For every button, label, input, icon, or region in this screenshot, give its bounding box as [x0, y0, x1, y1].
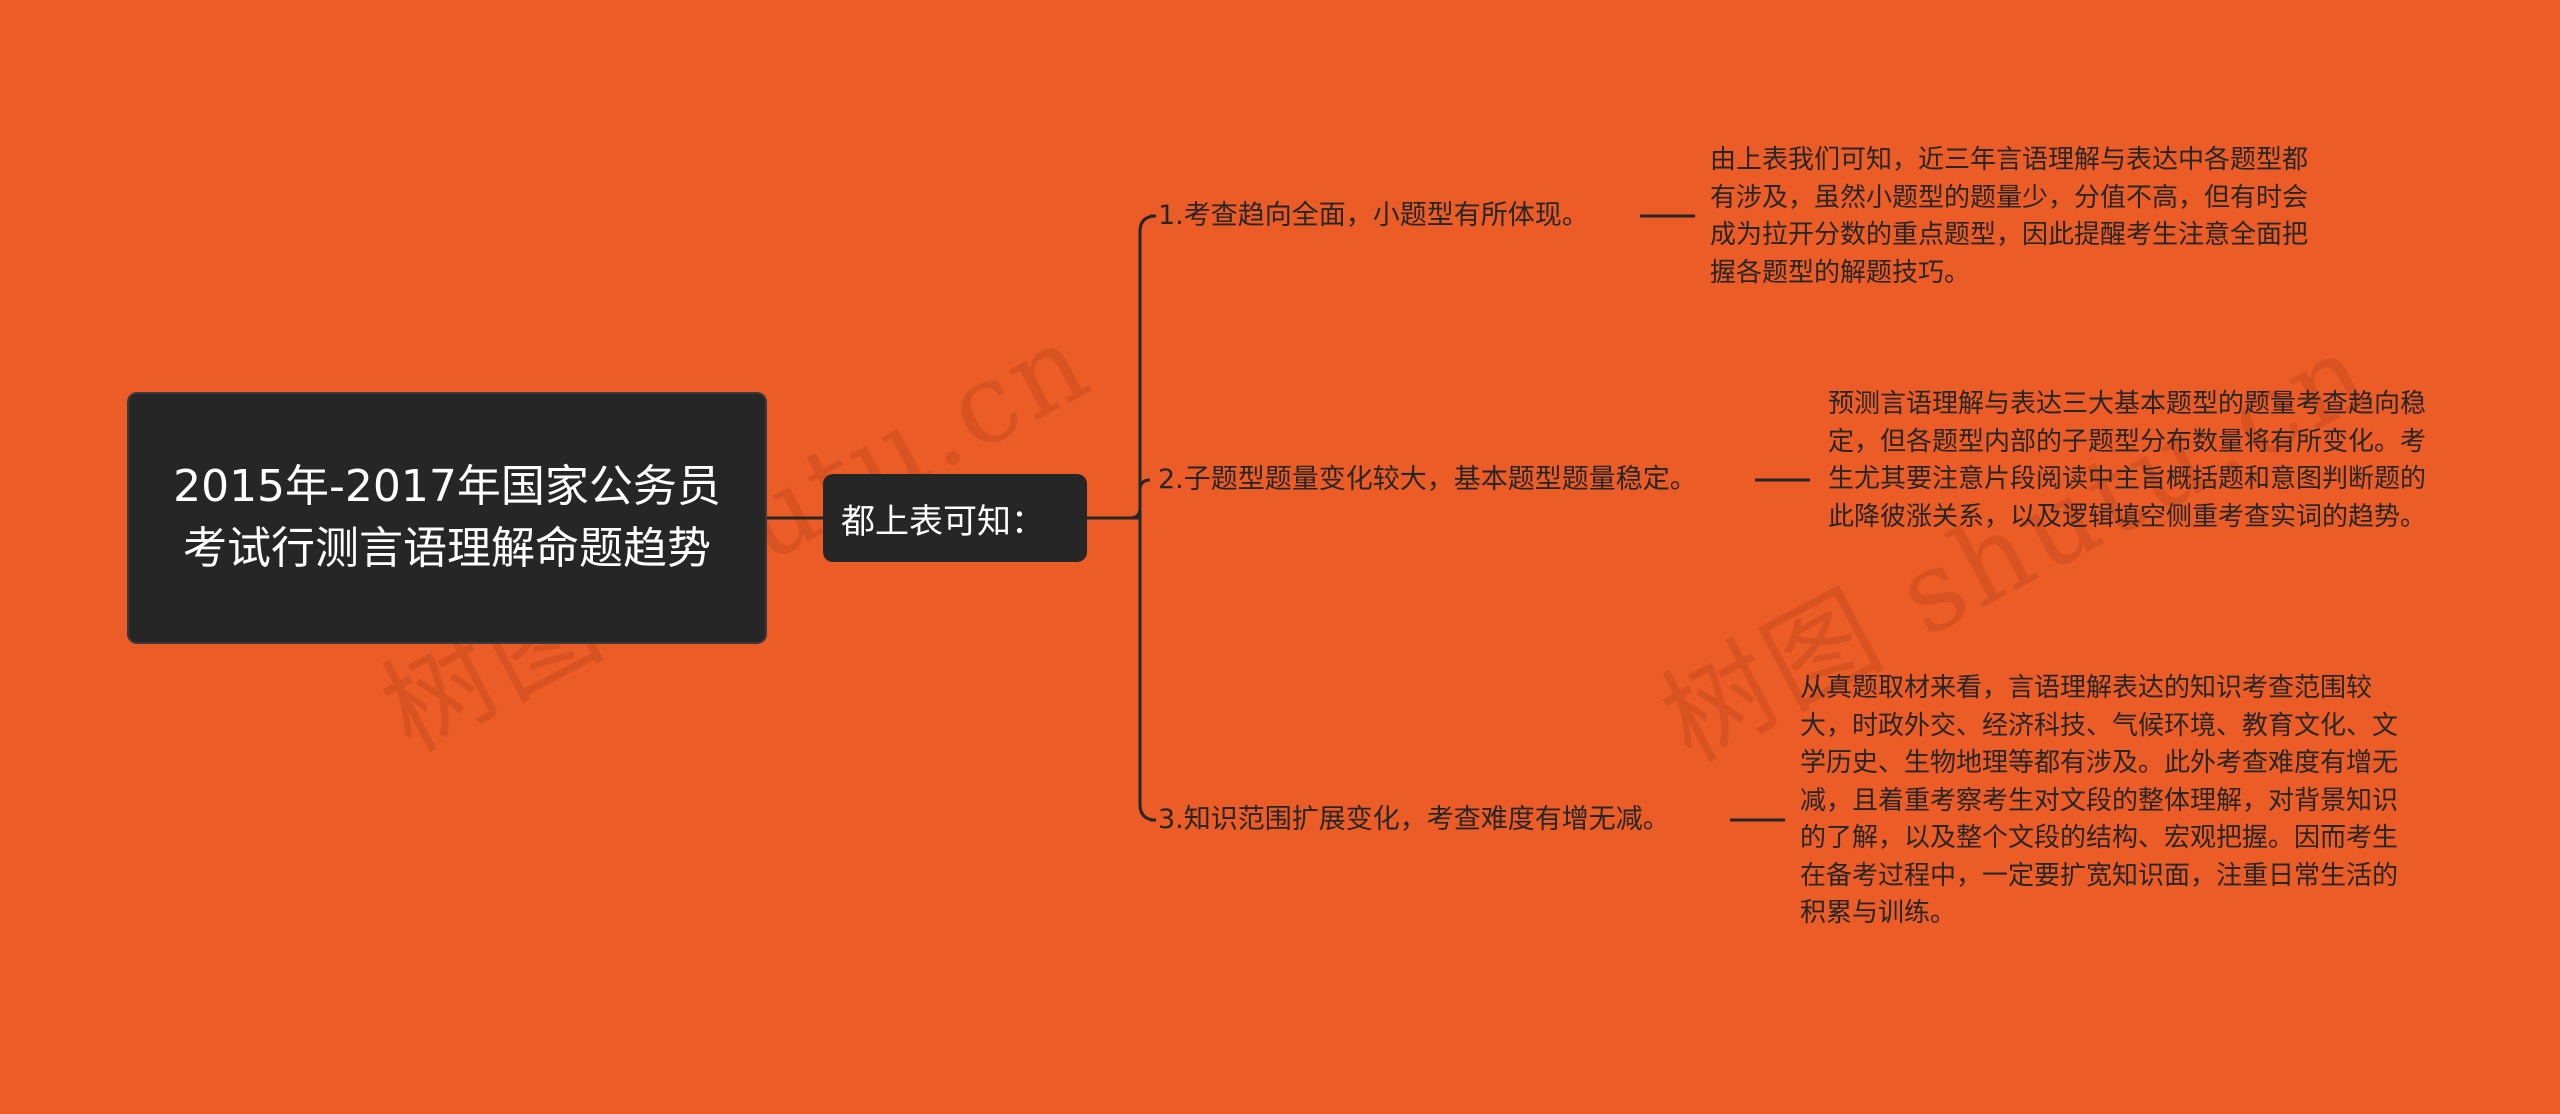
root-topic-node[interactable]: 2015年-2017年国家公务员考试行测言语理解命题趋势 — [127, 392, 767, 644]
root-topic-title: 2015年-2017年国家公务员考试行测言语理解命题趋势 — [173, 461, 721, 574]
branch-detail-2[interactable]: 预测言语理解与表达三大基本题型的题量考查趋向稳定，但各题型内部的子题型分布数量将… — [1828, 389, 2427, 532]
branch-label-1[interactable]: 1.考查趋向全面，小题型有所体现。 — [1158, 200, 1589, 231]
branch-detail-1[interactable]: 由上表我们可知，近三年言语理解与表达中各题型都有涉及，虽然小题型的题量少，分值不… — [1710, 145, 2309, 288]
connector-branch-2 — [1115, 478, 1151, 520]
branch-detail-3[interactable]: 从真题取材来看，言语理解表达的知识考查范围较大，时政外交、经济科技、气候环境、教… — [1800, 673, 2399, 928]
branch-label-2[interactable]: 2.子题型题量变化较大，基本题型题量稳定。 — [1158, 464, 1697, 495]
connector-branch-1 — [1138, 214, 1157, 518]
hub-topic-node[interactable]: 都上表可知： — [823, 474, 1087, 562]
hub-topic-label: 都上表可知： — [841, 501, 1045, 542]
branch-label-3[interactable]: 3.知识范围扩展变化，考查难度有增无减。 — [1158, 804, 1670, 835]
connector-branch-3 — [1138, 518, 1157, 822]
